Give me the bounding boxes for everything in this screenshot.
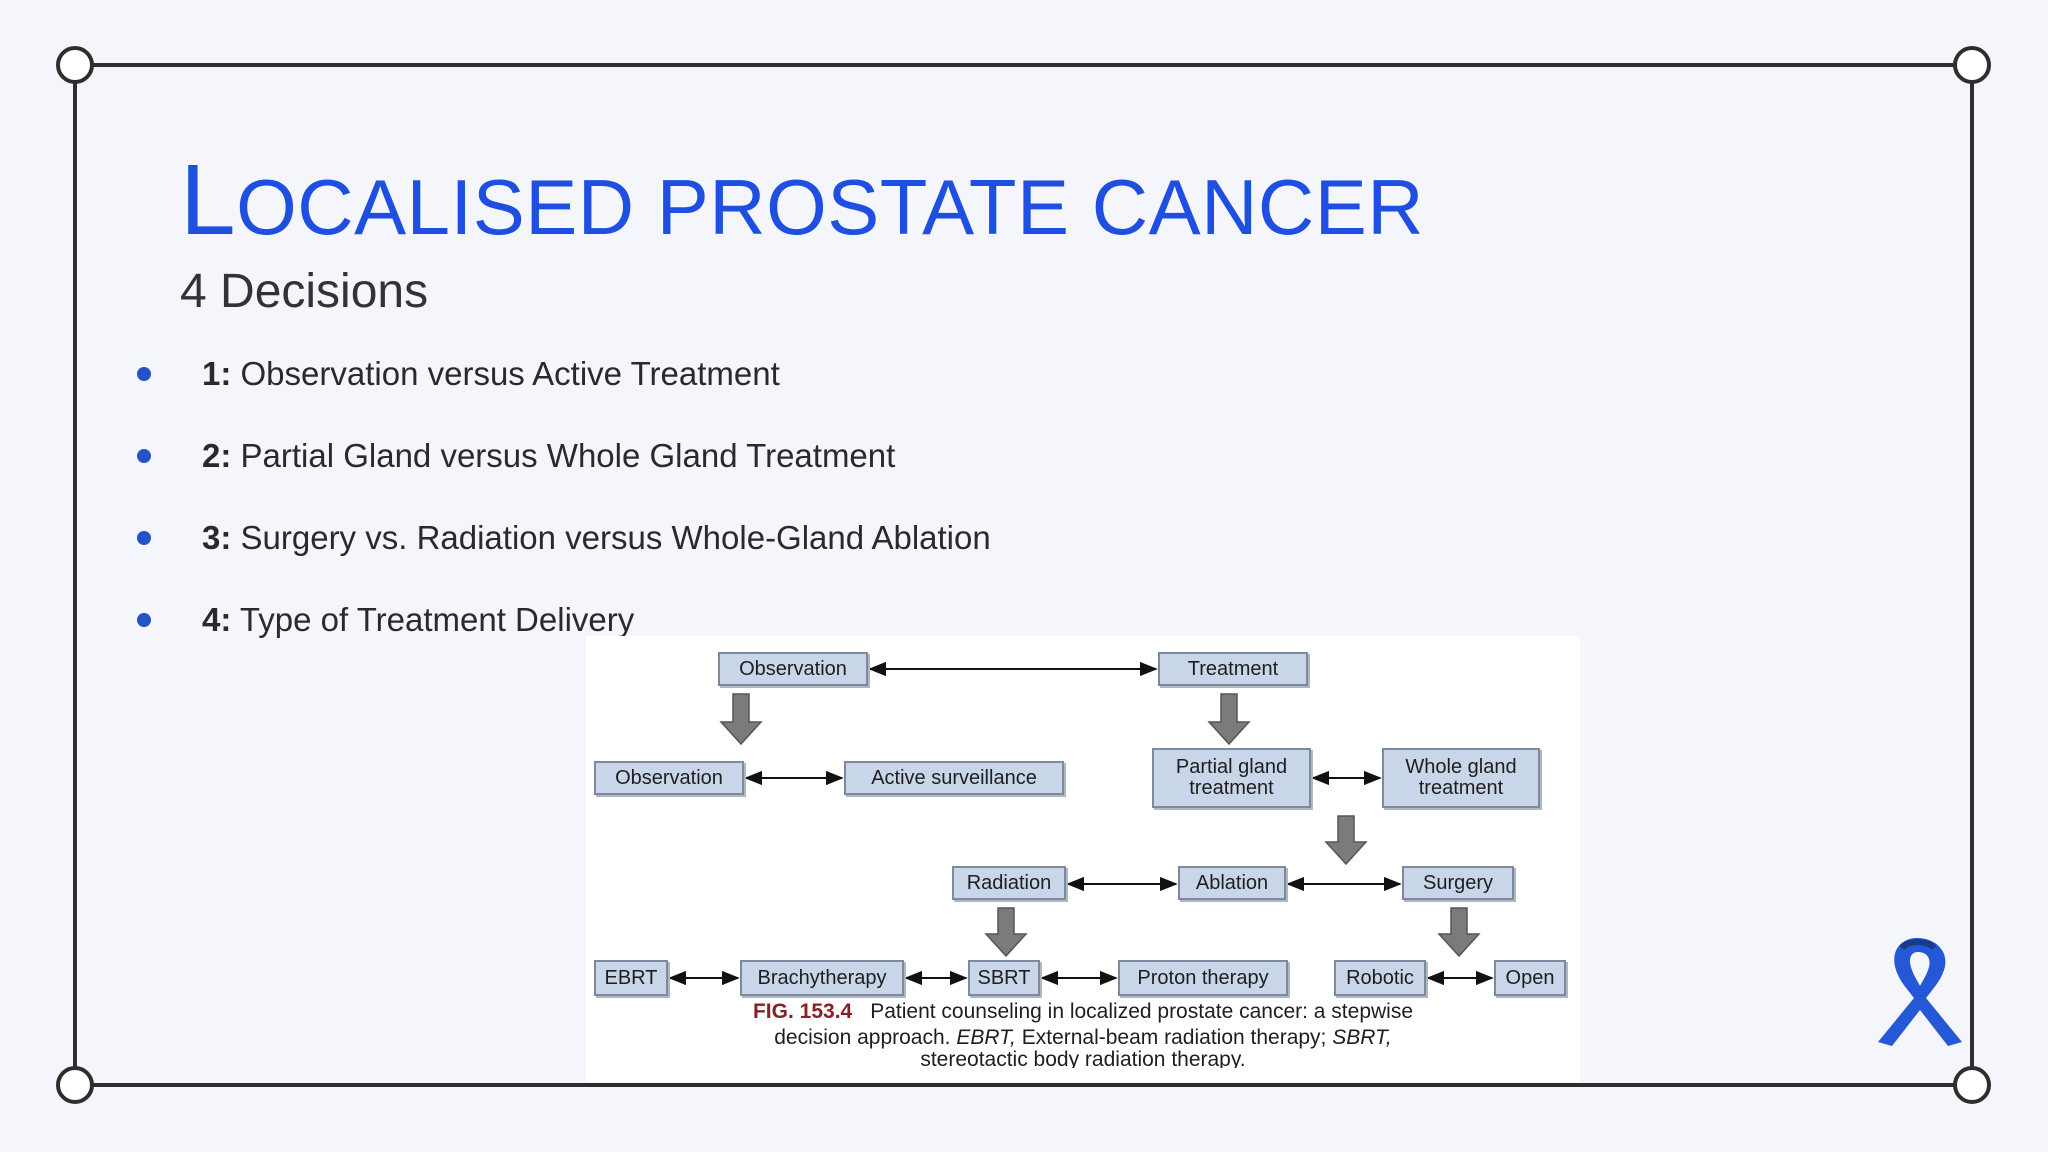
frame-border bbox=[73, 63, 1974, 1087]
bullet-dot bbox=[137, 449, 151, 463]
decision-item-3[interactable]: 3: Surgery vs. Radiation versus Whole-Gl… bbox=[130, 514, 991, 596]
caption-abbr-ebrt: EBRT, bbox=[956, 1026, 1016, 1049]
caption-text-3: stereotactic body radiation therapy. bbox=[920, 1048, 1246, 1068]
node-partial-gland[interactable]: Partial gland treatment bbox=[1152, 748, 1311, 808]
caption-text-1: Patient counseling in localized prostate… bbox=[870, 1000, 1414, 1023]
decision-number: 3: bbox=[202, 519, 232, 556]
node-robotic[interactable]: Robotic bbox=[1334, 960, 1426, 996]
node-brachytherapy[interactable]: Brachytherapy bbox=[740, 960, 904, 996]
bullet-dot bbox=[137, 531, 151, 545]
slide-title-rest: OCALISED PROSTATE CANCER bbox=[236, 163, 1425, 251]
figure-caption-line-1: FIG. 153.4 Patient counseling in localize… bbox=[586, 1000, 1580, 1024]
node-observation-top[interactable]: Observation bbox=[718, 652, 868, 686]
bullet-dot bbox=[137, 367, 151, 381]
node-observation[interactable]: Observation bbox=[594, 761, 744, 795]
awareness-ribbon-icon bbox=[1878, 938, 1962, 1046]
node-ablation[interactable]: Ablation bbox=[1178, 866, 1286, 900]
decision-list: 1: Observation versus Active Treatment 2… bbox=[130, 350, 991, 678]
flowchart-connectors bbox=[668, 661, 1494, 986]
decision-flowchart-figure[interactable]: Observation Treatment Observation Active… bbox=[586, 636, 1580, 1082]
node-ebrt[interactable]: EBRT bbox=[594, 960, 668, 996]
figure-caption-line-3: stereotactic body radiation therapy. bbox=[586, 1048, 1580, 1068]
decision-text: Surgery vs. Radiation versus Whole-Gland… bbox=[231, 519, 991, 556]
down-arrow-radiation bbox=[984, 907, 1028, 958]
decision-item-1[interactable]: 1: Observation versus Active Treatment bbox=[130, 350, 991, 432]
node-open[interactable]: Open bbox=[1494, 960, 1566, 996]
decision-item-4[interactable]: 4: Type of Treatment Delivery bbox=[130, 596, 991, 678]
figure-label: FIG. 153.4 bbox=[752, 1000, 853, 1023]
node-surgery[interactable]: Surgery bbox=[1402, 866, 1514, 900]
node-active-surveillance[interactable]: Active surveillance bbox=[844, 761, 1064, 795]
caption-text-2a: decision approach. bbox=[774, 1026, 957, 1049]
frame-handle-top-right bbox=[1953, 46, 1991, 84]
node-proton-therapy[interactable]: Proton therapy bbox=[1118, 960, 1288, 996]
down-arrow-observation bbox=[719, 693, 763, 746]
figure-caption-line-2: decision approach. EBRT, External-beam r… bbox=[586, 1026, 1580, 1050]
node-treatment[interactable]: Treatment bbox=[1158, 652, 1308, 686]
node-sbrt[interactable]: SBRT bbox=[968, 960, 1040, 996]
decision-number: 4: bbox=[202, 601, 232, 638]
slide-title-initial: L bbox=[180, 144, 237, 256]
decision-text: Type of Treatment Delivery bbox=[231, 601, 635, 638]
down-arrow-treatment bbox=[1207, 693, 1251, 746]
slide-title[interactable]: LOCALISED PROSTATE CANCER bbox=[180, 150, 1424, 250]
frame-handle-top-left bbox=[56, 46, 94, 84]
frame-handle-bottom-left bbox=[56, 1066, 94, 1104]
decision-number: 2: bbox=[202, 437, 232, 474]
frame-handle-bottom-right bbox=[1953, 1066, 1991, 1104]
node-whole-gland[interactable]: Whole gland treatment bbox=[1382, 748, 1540, 808]
down-arrow-whole-gland bbox=[1324, 815, 1368, 866]
bullet-dot bbox=[137, 613, 151, 627]
decision-number: 1: bbox=[202, 355, 232, 392]
decision-item-2[interactable]: 2: Partial Gland versus Whole Gland Trea… bbox=[130, 432, 991, 514]
node-radiation[interactable]: Radiation bbox=[952, 866, 1066, 900]
slide-subtitle[interactable]: 4 Decisions bbox=[180, 265, 429, 318]
down-arrow-surgery bbox=[1437, 907, 1481, 958]
ribbon-shape bbox=[1878, 938, 1962, 1046]
caption-text-2c: External-beam radiation therapy; bbox=[1015, 1026, 1333, 1049]
decision-text: Partial Gland versus Whole Gland Treatme… bbox=[231, 437, 896, 474]
caption-abbr-sbrt: SBRT, bbox=[1332, 1026, 1392, 1049]
decision-text: Observation versus Active Treatment bbox=[231, 355, 780, 392]
ribbon-top-shade bbox=[1899, 939, 1937, 951]
